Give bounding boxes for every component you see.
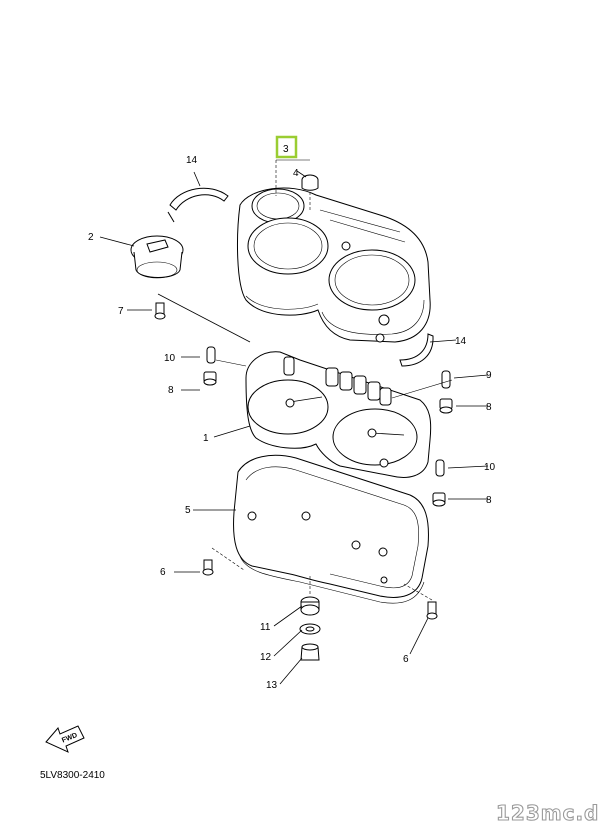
- part-6-screw-left[interactable]: [202, 559, 214, 576]
- part-10-pin-lower[interactable]: [435, 459, 445, 477]
- callout-9: 9: [486, 370, 492, 381]
- watermark: 123mc.dk: [496, 801, 600, 825]
- part-2-knob[interactable]: [130, 235, 184, 279]
- fwd-arrow-icon: FWD: [45, 725, 85, 753]
- diagram-code: 5LV8300-2410: [40, 770, 105, 781]
- callout-2: 2: [88, 232, 94, 243]
- leader-lines: [99, 159, 489, 685]
- callout-13: 13: [266, 680, 278, 691]
- callout-8-right-lower: 8: [486, 495, 492, 506]
- part-8-nut-right-lower[interactable]: [432, 492, 446, 507]
- callout-7: 7: [118, 306, 124, 317]
- part-10-pin-upper[interactable]: [206, 346, 216, 364]
- part-7-screw[interactable]: [154, 302, 166, 320]
- part-9-pin[interactable]: [441, 370, 451, 389]
- callout-14-top: 14: [186, 155, 198, 166]
- callout-6-right: 6: [403, 654, 409, 665]
- callout-6-left: 6: [160, 567, 166, 578]
- callout-11: 11: [260, 622, 271, 633]
- callout-1: 1: [203, 433, 209, 444]
- part-14-clip-left[interactable]: [167, 187, 229, 223]
- part-8-nut-right-upper[interactable]: [439, 398, 453, 414]
- part-14-clip-right[interactable]: [399, 333, 434, 367]
- part-1-meter-body[interactable]: [245, 351, 432, 478]
- callout-12: 12: [260, 652, 272, 663]
- callout-3: 3: [283, 144, 289, 155]
- part-12-washer[interactable]: [299, 623, 321, 635]
- callout-4: 4: [293, 168, 299, 179]
- part-5-lower-case[interactable]: [233, 454, 429, 604]
- part-3-highlight: [275, 135, 298, 159]
- meter-cover[interactable]: [237, 187, 431, 343]
- callout-10-left: 10: [164, 353, 176, 364]
- part-8-nut-left[interactable]: [203, 371, 217, 386]
- part-11-grommet[interactable]: [300, 596, 320, 616]
- part-4-grommet[interactable]: [301, 174, 319, 191]
- callout-14-right: 14: [455, 336, 467, 347]
- callout-8-right-upper: 8: [486, 402, 492, 413]
- part-6-screw-right[interactable]: [426, 601, 438, 620]
- part-13-nut[interactable]: [300, 643, 320, 661]
- callout-10-right: 10: [484, 462, 496, 473]
- callout-labels: 14 3 4 2 7 14 10 8 9 8 1 10 8 5 6 11 12 …: [88, 144, 496, 691]
- callout-8-left: 8: [168, 385, 174, 396]
- callout-5: 5: [185, 505, 191, 516]
